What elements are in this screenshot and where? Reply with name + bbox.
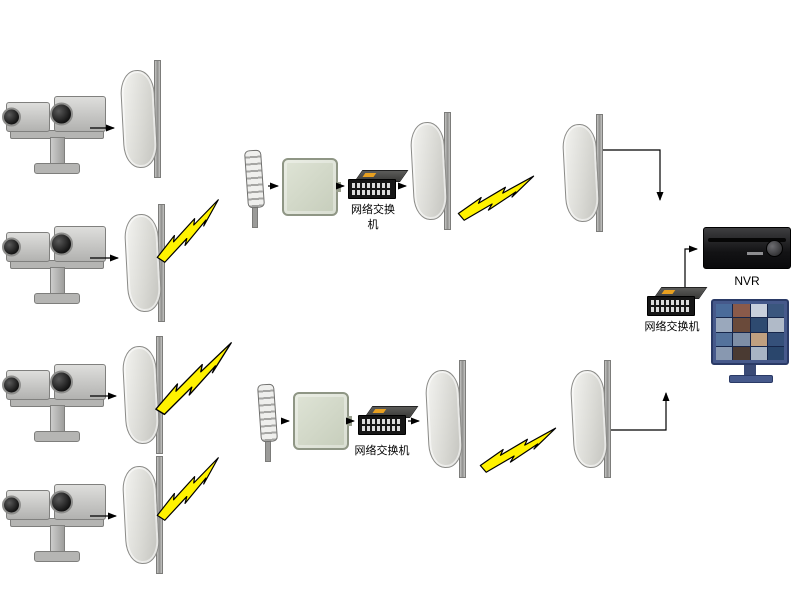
switch-label-right: 网络交换机 [644, 321, 700, 333]
network-switch-top [348, 170, 409, 200]
camera-lens-icon [2, 495, 21, 515]
monitor-thumbnail [733, 332, 750, 346]
monitor-base [729, 375, 773, 383]
ap-radome [121, 345, 161, 445]
nvr-knob [766, 240, 783, 257]
lightning-bolt-icon [475, 427, 563, 474]
camera-lens-icon [50, 370, 73, 394]
connector-down [603, 149, 664, 201]
monitor-thumbnail [750, 332, 767, 346]
wireless-bridge-4 [121, 456, 170, 574]
switch-label-top: 网络交换机 [351, 204, 395, 231]
camera-base [34, 431, 80, 442]
nvr-label: NVR [734, 274, 760, 288]
camera-lens-icon [2, 375, 21, 395]
wireless-bridge-3 [121, 336, 170, 454]
camera-housing-large [50, 226, 106, 262]
switch-ports [352, 183, 392, 188]
switch-brand-mark [372, 409, 387, 413]
sector-panel [243, 149, 266, 209]
ap-radome [561, 123, 601, 223]
switch-ports [651, 307, 691, 312]
lightning-bolt-icon [453, 175, 541, 222]
switch-front-face [358, 415, 406, 435]
wireless-bridge-2 [123, 204, 172, 322]
switch-label-bottom: 网络交换机 [354, 445, 410, 457]
camera-housing-large [50, 364, 106, 400]
switch-ports [651, 300, 691, 305]
camera-lens-icon [50, 490, 73, 514]
camera-housing-large [50, 96, 106, 132]
sector-antenna-bottom [254, 383, 282, 462]
camera-pedestal [50, 405, 65, 433]
monitor-thumbnail [716, 304, 733, 318]
monitor-thumbnail [750, 318, 767, 332]
camera-lens-icon [2, 237, 21, 257]
monitor-thumbnail [733, 346, 750, 360]
ap-radome [409, 121, 449, 221]
switch-brand-mark [661, 290, 676, 294]
monitor-thumbnail [733, 304, 750, 318]
ap-radome [121, 465, 161, 565]
camera-housing-large [50, 484, 106, 520]
monitor-thumbnail [767, 318, 784, 332]
flat-panel-antenna-bottom [293, 392, 352, 450]
ap-radome [424, 369, 464, 469]
connector-switch-to-nvr [684, 245, 698, 287]
switch-ports [362, 426, 402, 431]
switch-ports [362, 419, 402, 424]
ptz-dual-camera-4 [2, 474, 108, 566]
camera-lens-icon [2, 107, 21, 127]
monitor-screen [716, 304, 784, 360]
ap-radome [119, 69, 159, 169]
ptz-dual-camera-1 [2, 86, 108, 178]
monitor-thumbnail [716, 346, 733, 360]
monitor-thumbnail [767, 346, 784, 360]
monitor-thumbnail [716, 318, 733, 332]
network-switch-bottom [358, 406, 419, 436]
ptz-dual-camera-2 [2, 216, 108, 308]
monitor-thumbnail [767, 304, 784, 318]
camera-lens-icon [50, 232, 73, 256]
nvr-brand-mark [747, 252, 763, 255]
flat-panel-antenna-top [282, 158, 341, 216]
surveillance-monitor [711, 299, 791, 387]
monitor-thumbnail [750, 304, 767, 318]
monitor-thumbnail [733, 318, 750, 332]
camera-pedestal [50, 137, 65, 165]
switch-ports [352, 190, 392, 195]
monitor-thumbnail [767, 332, 784, 346]
switch-brand-mark [362, 173, 377, 177]
monitor-frame [711, 299, 789, 365]
wireless-bridge-1 [119, 60, 168, 178]
ap-radome [123, 213, 163, 313]
wireless-bridge-8 [569, 360, 618, 478]
camera-base [34, 163, 80, 174]
wireless-bridge-7 [424, 360, 473, 478]
monitor-thumbnail [716, 332, 733, 346]
connector-up [611, 392, 670, 431]
switch-front-face [348, 179, 396, 199]
nvr-drive-slot [708, 238, 786, 242]
switch-front-face [647, 296, 695, 316]
camera-base [34, 293, 80, 304]
camera-pedestal [50, 525, 65, 553]
camera-base [34, 551, 80, 562]
wireless-bridge-5 [409, 112, 458, 230]
sector-panel [256, 383, 279, 443]
network-switch-right [647, 287, 708, 317]
sector-antenna-top [241, 149, 269, 228]
camera-lens-icon [50, 102, 73, 126]
ptz-dual-camera-3 [2, 354, 108, 446]
camera-housing-small [2, 102, 50, 132]
camera-housing-small [2, 370, 50, 400]
wireless-bridge-6 [561, 114, 610, 232]
camera-housing-small [2, 232, 50, 262]
monitor-thumbnail [750, 346, 767, 360]
camera-housing-small [2, 490, 50, 520]
camera-pedestal [50, 267, 65, 295]
monitor-stand [744, 365, 756, 375]
ap-radome [569, 369, 609, 469]
nvr-device [703, 227, 791, 269]
